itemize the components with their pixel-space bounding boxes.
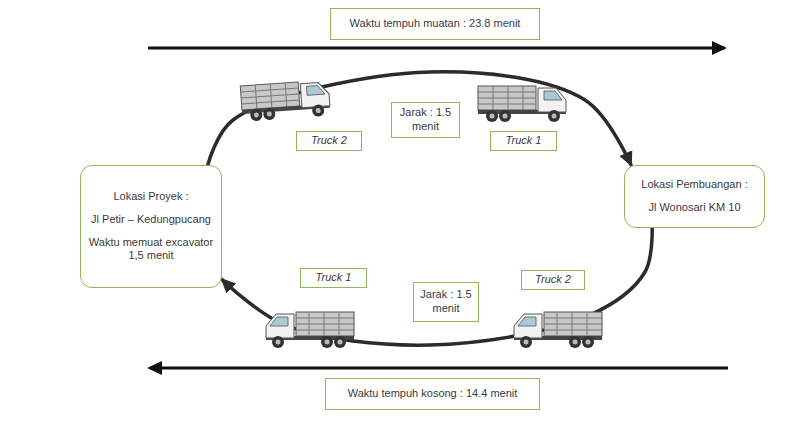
box-text: Truck 2 [535, 273, 571, 287]
empty-truck [514, 312, 602, 348]
box-text: Jl Wonosari KM 10 [648, 201, 740, 215]
distance-box: Jarak : 1.5 menit [391, 102, 460, 138]
box-text: Jl Petir – Kedungpucang [91, 213, 211, 227]
box-text: Truck 1 [506, 134, 542, 148]
truck-label-box: Truck 1 [300, 268, 367, 288]
flow-arrow [208, 72, 631, 165]
box-text: Truck 1 [316, 271, 352, 285]
box-text: Waktu memuat excavator 1,5 menit [87, 236, 215, 264]
box-text: Jarak : 1.5 menit [398, 106, 453, 134]
time-box: Waktu tempuh kosong : 14.4 menit [325, 378, 540, 410]
box-text: Waktu tempuh kosong : 14.4 menit [348, 387, 518, 401]
loaded-truck [478, 86, 566, 122]
box-text: Truck 2 [311, 134, 347, 148]
empty-truck [266, 312, 354, 348]
empty-direction-arrow [150, 367, 728, 370]
truck-label-box: Truck 2 [296, 131, 362, 151]
box-text: Lokasi Pembuangan : [641, 178, 747, 192]
box-text: Waktu tempuh muatan : 23.8 menit [350, 17, 521, 31]
truck-label-box: Truck 1 [490, 131, 557, 151]
box-text: Lokasi Proyek : [113, 190, 188, 204]
box-text: Jarak : 1.5 menit [420, 288, 472, 316]
location-box: Lokasi Proyek : Jl Petir – KedungpucangWa… [80, 165, 222, 288]
time-box: Waktu tempuh muatan : 23.8 menit [330, 8, 540, 40]
distance-box: Jarak : 1.5 menit [413, 282, 479, 322]
loaded-truck [240, 80, 330, 122]
location-box: Lokasi Pembuangan : Jl Wonosari KM 10 [624, 165, 765, 228]
loaded-direction-arrow [148, 47, 724, 50]
truck-label-box: Truck 2 [521, 270, 585, 290]
